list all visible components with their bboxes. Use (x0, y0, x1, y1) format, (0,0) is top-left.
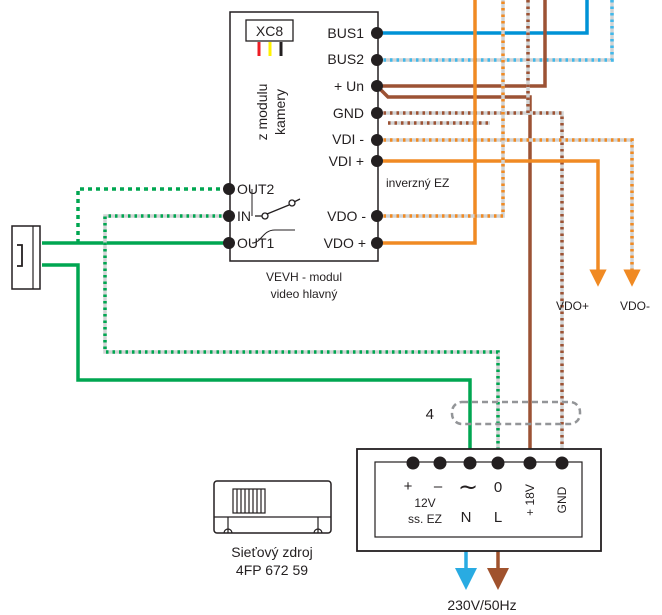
psu-l: L (494, 509, 502, 526)
video-module: XC8 z modulu kamery BUS1 BUS2 + Un GND V… (223, 11, 449, 301)
psu-ez-line1: 12V (414, 496, 435, 510)
terminal-plus-un: + Un (334, 78, 364, 94)
power-supply: + – ~ 0 + 18V GND 12V ss. EZ N L (356, 448, 602, 552)
wire-vdo-minus (377, 0, 505, 218)
power-supply-icon (213, 480, 332, 534)
terminal-vdo-minus: VDO - (327, 208, 366, 224)
door-lock-icon (11, 225, 41, 290)
psu-ez-line2: ss. EZ (408, 512, 442, 526)
wire-plus-un (375, 0, 547, 462)
relay-switch-icon (251, 189, 301, 244)
vdo-plus-label: VDO+ (556, 299, 589, 313)
module-caption-line2: video hlavný (271, 287, 338, 301)
cable-count: 4 (426, 406, 434, 423)
xc8-label: XC8 (256, 23, 283, 39)
psu-zero: 0 (494, 479, 502, 496)
terminal-out2: OUT2 (237, 181, 275, 197)
inverter-note: inverzný EZ (386, 176, 449, 190)
vdo-minus-label: VDO- (620, 299, 650, 313)
terminal-vdo-plus: VDO + (324, 235, 366, 251)
wire-bus1 (377, 0, 589, 35)
module-caption-line1: VEVH - modul (266, 270, 342, 284)
terminal-out1: OUT1 (237, 235, 275, 251)
terminal-in: IN (237, 208, 251, 224)
psu-caption-line1: Sieťový zdroj (231, 544, 313, 560)
psu-caption-line2: 4FP 672 59 (236, 562, 308, 578)
psu-plus: + (404, 478, 413, 495)
wire-out1 (42, 241, 472, 462)
xc8-connector (245, 19, 294, 42)
camera-note-line2: kamery (272, 89, 288, 135)
camera-note-line1: z modulu (254, 84, 270, 141)
mains-label: 230V/50Hz (447, 597, 516, 613)
psu-gnd: GND (555, 486, 569, 513)
wire-out2 (76, 187, 500, 462)
terminal-vdi-plus: VDI + (329, 153, 364, 169)
terminal-bus2: BUS2 (327, 51, 364, 67)
wire-vdi-plus (377, 159, 607, 287)
psu-minus: – (434, 478, 443, 495)
wire-vdo-plus (377, 0, 477, 245)
wire-vdi-minus (377, 138, 641, 287)
terminal-gnd: GND (333, 105, 364, 121)
psu-n: N (461, 509, 472, 526)
terminal-bus1: BUS1 (327, 25, 364, 41)
psu-ac-symbol: ~ (458, 473, 478, 501)
cable-bundle: 4 (426, 400, 582, 426)
wire-bus2 (377, 0, 614, 62)
wire-gnd (377, 0, 564, 462)
psu-18v: + 18V (523, 484, 537, 516)
terminal-vdi-minus: VDI - (332, 131, 364, 147)
